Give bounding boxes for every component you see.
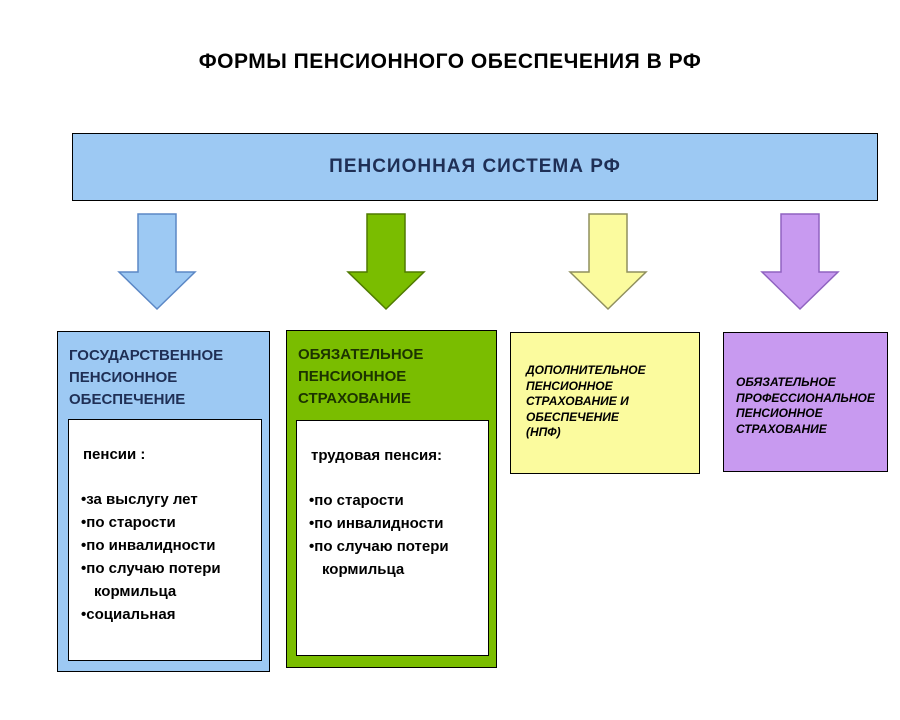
branch-box-mandatory-insurance: ОБЯЗАТЕЛЬНОЕ ПЕНСИОННОЕ СТРАХОВАНИЕ труд… xyxy=(286,330,497,668)
down-arrow-purple-icon xyxy=(760,213,840,311)
list-item: по старости xyxy=(309,489,482,512)
list-item: социальная xyxy=(81,603,255,626)
labour-pension-list: по старости по инвалидности по случаю по… xyxy=(309,489,482,581)
down-arrow-blue-icon xyxy=(117,213,197,311)
list-item: по инвалидности xyxy=(309,512,482,535)
root-box-pension-system: ПЕНСИОННАЯ СИСТЕМА РФ xyxy=(72,133,878,201)
down-arrow-green-shape xyxy=(346,213,426,311)
list-item: по случаю потери кормильца xyxy=(309,535,482,581)
down-arrow-blue-shape xyxy=(117,213,197,311)
branch-header-state-pension: ГОСУДАРСТВЕННОЕ ПЕНСИОННОЕ ОБЕСПЕЧЕНИЕ xyxy=(69,347,224,408)
panel-title-pensions: пенсии : xyxy=(83,446,146,463)
branch-header-mandatory-insurance: ОБЯЗАТЕЛЬНОЕ ПЕНСИОННОЕ СТРАХОВАНИЕ xyxy=(298,346,424,407)
branch-header-additional-insurance: ДОПОЛНИТЕЛЬНОЕ ПЕНСИОННОЕ СТРАХОВАНИЕ И … xyxy=(526,363,646,439)
panel-title-labour-pension: трудовая пенсия: xyxy=(311,447,443,464)
branch-box-state-pension: ГОСУДАРСТВЕННОЕ ПЕНСИОННОЕ ОБЕСПЕЧЕНИЕ п… xyxy=(57,331,270,672)
list-item: по инвалидности xyxy=(81,534,255,557)
list-item: за выслугу лет xyxy=(81,488,255,511)
branch-header-professional-insurance: ОБЯЗАТЕЛЬНОЕ ПРОФЕССИОНАЛЬНОЕ ПЕНСИОННОЕ… xyxy=(736,375,875,436)
root-box-label: ПЕНСИОННАЯ СИСТЕМА РФ xyxy=(329,156,621,177)
labour-pension-types-panel: трудовая пенсия: по старости по инвалидн… xyxy=(296,420,489,656)
branch-box-additional-insurance: ДОПОЛНИТЕЛЬНОЕ ПЕНСИОННОЕ СТРАХОВАНИЕ И … xyxy=(510,332,700,474)
state-pension-list: за выслугу лет по старости по инвалиднос… xyxy=(81,488,255,626)
down-arrow-green-icon xyxy=(346,213,426,311)
down-arrow-purple-shape xyxy=(760,213,840,311)
list-item: по случаю потери кормильца xyxy=(81,557,255,603)
down-arrow-yellow-icon xyxy=(568,213,648,311)
page-title: ФОРМЫ ПЕНСИОННОГО ОБЕСПЕЧЕНИЯ В РФ xyxy=(198,50,702,73)
down-arrow-yellow-shape xyxy=(568,213,648,311)
branch-box-professional-insurance: ОБЯЗАТЕЛЬНОЕ ПРОФЕССИОНАЛЬНОЕ ПЕНСИОННОЕ… xyxy=(723,332,888,472)
state-pension-types-panel: пенсии : за выслугу лет по старости по и… xyxy=(68,419,262,661)
list-item: по старости xyxy=(81,511,255,534)
